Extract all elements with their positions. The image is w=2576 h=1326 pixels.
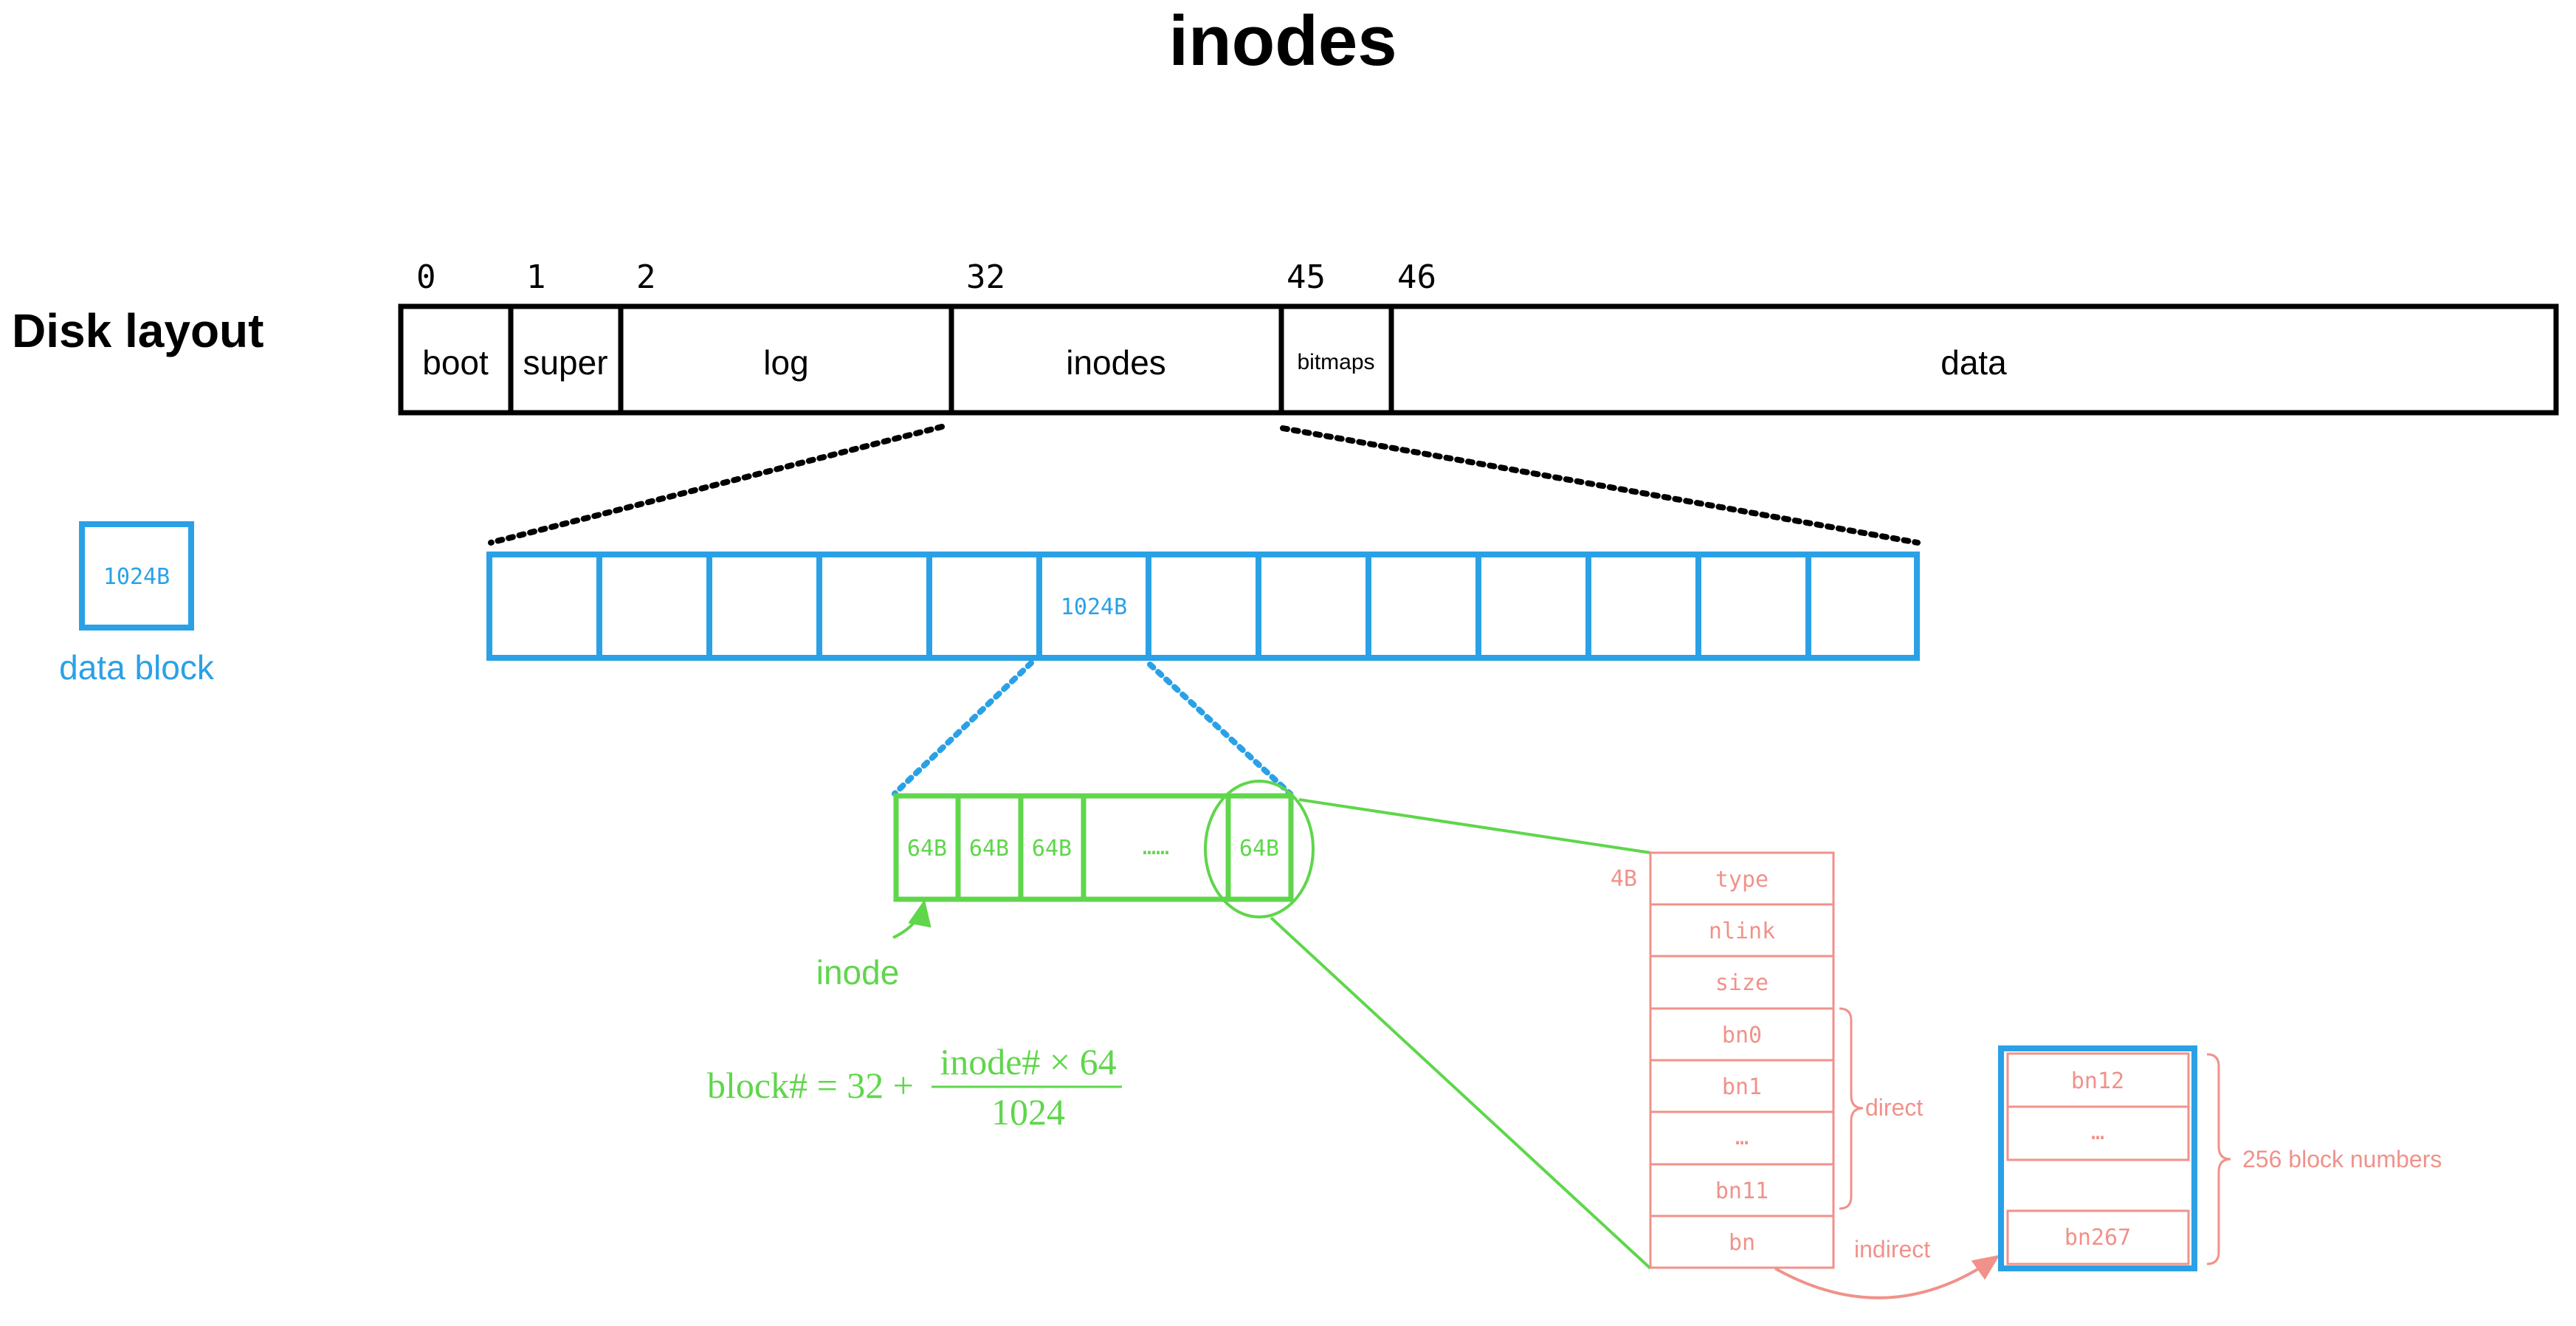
inode-cell-ellipsis: …… [1143,834,1169,860]
page-title: inodes [1168,1,1397,80]
block-number-1: 1 [526,258,546,296]
inode-struct-table [1649,851,1835,1269]
inode-expand-line-bottom [1270,916,1652,1270]
formula-denominator: 1024 [991,1091,1065,1133]
indirect-entry-bn267: bn267 [2064,1225,2131,1251]
inode-cell-2: 64B [969,836,1009,862]
indirect-block [1998,1045,2197,1271]
direct-label: direct [1865,1094,1923,1121]
inode-caption: inode [816,953,900,992]
segment-super: super [523,343,607,382]
inode-cell-1: 64B [907,836,947,862]
zoom-line-right [1280,425,1921,546]
block-numbers-brace [2206,1053,2231,1265]
inode-cell-3: 64B [1032,836,1072,862]
inode-caption-arrow [892,899,931,939]
segment-bitmaps: bitmaps [1297,350,1374,374]
inode-field-bn11: bn11 [1715,1178,1769,1204]
inode-expand-line-top [1298,798,1651,854]
formula-numerator: inode# × 64 [940,1041,1116,1082]
inode-highlight-ellipse [1204,780,1315,918]
data-block-legend-caption: data block [59,648,215,687]
disk-layout-label: Disk layout [12,304,264,357]
indirect-entry-ellipsis: … [2091,1119,2104,1145]
indirect-arrow [1774,1254,2000,1299]
inode-field-size-label: 4B [1611,866,1637,892]
block-numbers-label: 256 block numbers [2242,1146,2442,1172]
direct-brace [1839,1007,1864,1210]
inode-blocks-row [486,552,1920,661]
inode-row [893,793,1294,902]
inode-field-ellipsis: … [1735,1124,1749,1150]
indirect-block-entries [2006,1052,2190,1265]
block-number-32: 32 [966,258,1005,296]
block-number-45: 45 [1287,258,1326,296]
formula-lhs: block# = 32 + [707,1065,914,1106]
inode-field-bn0: bn0 [1722,1023,1762,1048]
inode-field-size: size [1715,970,1769,996]
indirect-label: indirect [1854,1236,1930,1263]
indirect-entry-bn12: bn12 [2071,1068,2124,1094]
block-zoom-line-left [892,660,1034,797]
inode-field-bn1: bn1 [1722,1074,1762,1100]
inode-cell-last: 64B [1239,836,1279,862]
inode-field-bn: bn [1729,1230,1755,1256]
data-block-legend-box [79,521,194,631]
segment-data: data [1940,343,2007,382]
segment-boot: boot [422,343,489,382]
block-number-2: 2 [636,258,656,296]
disk-layout-bar [398,303,2559,416]
block-number-0: 0 [416,258,436,296]
data-block-legend-size: 1024B [103,564,170,590]
zoom-line-left [488,424,945,546]
inode-block-size-label: 1024B [1061,594,1127,620]
block-zoom-line-right [1147,662,1293,797]
segment-log: log [763,343,808,382]
block-number-46: 46 [1397,258,1436,296]
segment-inodes: inodes [1066,343,1166,382]
inode-field-nlink: nlink [1709,918,1775,944]
inode-field-type: type [1715,867,1769,893]
